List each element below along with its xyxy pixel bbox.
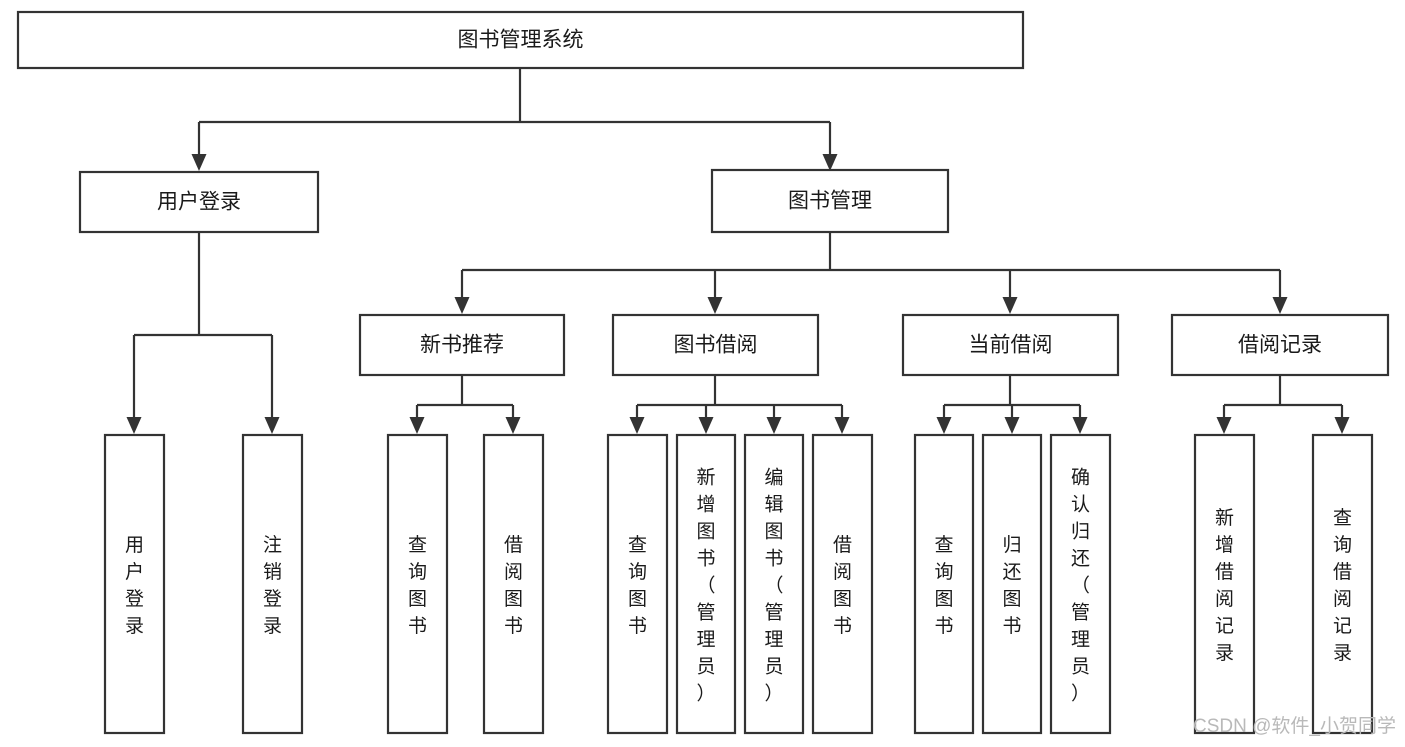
node-box[interactable] (743, 433, 805, 735)
node-box[interactable] (241, 433, 304, 735)
level3-node-4-node-借阅记录[interactable]: 借阅记录 (1170, 313, 1390, 377)
leaf-node-5-node-查询图书[interactable]: 查询图书 (606, 433, 669, 735)
leaf-node-13-node-查询借阅记录[interactable]: 查询借阅记录 (1311, 433, 1374, 735)
root-node-1-node-图书管理系统[interactable]: 图书管理系统 (16, 10, 1025, 70)
csdn-watermark: CSDN @软件_小贺同学 (1193, 715, 1396, 737)
leaf-node-12-node-新增借阅记录[interactable]: 新增借阅记录 (1193, 433, 1256, 735)
connector-borrow-to-leaves (629, 375, 850, 434)
leaf-node-6-node-新增图书管理员[interactable]: 新增图书（管理员） (675, 433, 737, 735)
leaf-node-1-node-用户登录[interactable]: 用户登录 (103, 433, 166, 735)
leaf-node-3-node-查询图书[interactable]: 查询图书 (386, 433, 449, 735)
node-box[interactable] (482, 433, 545, 735)
node-label: 新书推荐 (420, 334, 504, 357)
connector-new-books-to-leaves (409, 375, 521, 434)
node-box[interactable] (913, 433, 975, 735)
level3-node-2-node-图书借阅[interactable]: 图书借阅 (611, 313, 820, 377)
leaf-node-11-node-确认归还管理员[interactable]: 确认归还（管理员） (1049, 433, 1112, 735)
node-label: 借阅图书 (833, 534, 852, 637)
node-label: 新增图书（管理员） (696, 467, 715, 705)
connector-records-to-leaves (1216, 375, 1350, 434)
node-box[interactable] (981, 433, 1043, 735)
level2-node-1-node-用户登录[interactable]: 用户登录 (78, 170, 320, 234)
node-label: 图书管理系统 (458, 29, 584, 52)
node-label: 查询图书 (408, 534, 427, 637)
node-label: 新增借阅记录 (1215, 507, 1234, 664)
node-box[interactable] (675, 433, 737, 735)
node-box[interactable] (78, 170, 320, 234)
level3-node-3-node-当前借阅[interactable]: 当前借阅 (901, 313, 1120, 377)
node-label: 编辑图书（管理员） (764, 467, 783, 705)
node-label: 用户登录 (157, 191, 241, 214)
node-box[interactable] (1311, 433, 1374, 735)
node-label: 查询借阅记录 (1333, 507, 1352, 664)
leaf-node-7-node-编辑图书管理员[interactable]: 编辑图书（管理员） (743, 433, 805, 735)
node-label: 当前借阅 (969, 334, 1053, 357)
node-box[interactable] (611, 313, 820, 377)
node-label: 借阅图书 (504, 534, 523, 637)
node-box[interactable] (386, 433, 449, 735)
node-label: 图书管理 (788, 190, 872, 213)
node-label: 借阅记录 (1238, 334, 1322, 357)
node-label: 确认归还（管理员） (1071, 467, 1090, 705)
leaf-node-10-node-归还图书[interactable]: 归还图书 (981, 433, 1043, 735)
node-box[interactable] (1170, 313, 1390, 377)
node-box[interactable] (1049, 433, 1112, 735)
connector-current-to-leaves (936, 375, 1088, 434)
leaf-node-8-node-借阅图书[interactable]: 借阅图书 (811, 433, 874, 735)
node-label: 注销登录 (263, 534, 282, 637)
connectors-layer (126, 68, 1350, 434)
leaf-node-2-node-注销登录[interactable]: 注销登录 (241, 433, 304, 735)
nodes-layer: 图书管理系统用户登录图书管理新书推荐图书借阅当前借阅借阅记录用户登录注销登录查询… (16, 10, 1390, 735)
node-label: 图书借阅 (674, 334, 758, 357)
connector-user-login-to-leaves (126, 232, 280, 434)
node-box[interactable] (358, 313, 566, 377)
level3-node-1-node-新书推荐[interactable]: 新书推荐 (358, 313, 566, 377)
level2-node-2-node-图书管理[interactable]: 图书管理 (710, 168, 950, 234)
node-box[interactable] (811, 433, 874, 735)
connector-root-to-level2 (191, 68, 838, 171)
leaf-node-4-node-借阅图书[interactable]: 借阅图书 (482, 433, 545, 735)
node-box[interactable] (1193, 433, 1256, 735)
node-label: 查询图书 (934, 534, 953, 637)
node-label: 查询图书 (628, 534, 647, 637)
node-box[interactable] (901, 313, 1120, 377)
connector-book-mgmt-to-level3 (454, 232, 1288, 314)
node-box[interactable] (710, 168, 950, 234)
leaf-node-9-node-查询图书[interactable]: 查询图书 (913, 433, 975, 735)
node-box[interactable] (103, 433, 166, 735)
node-box[interactable] (606, 433, 669, 735)
node-label: 用户登录 (125, 535, 144, 637)
node-box[interactable] (16, 10, 1025, 70)
node-label: 归还图书 (1002, 534, 1021, 637)
